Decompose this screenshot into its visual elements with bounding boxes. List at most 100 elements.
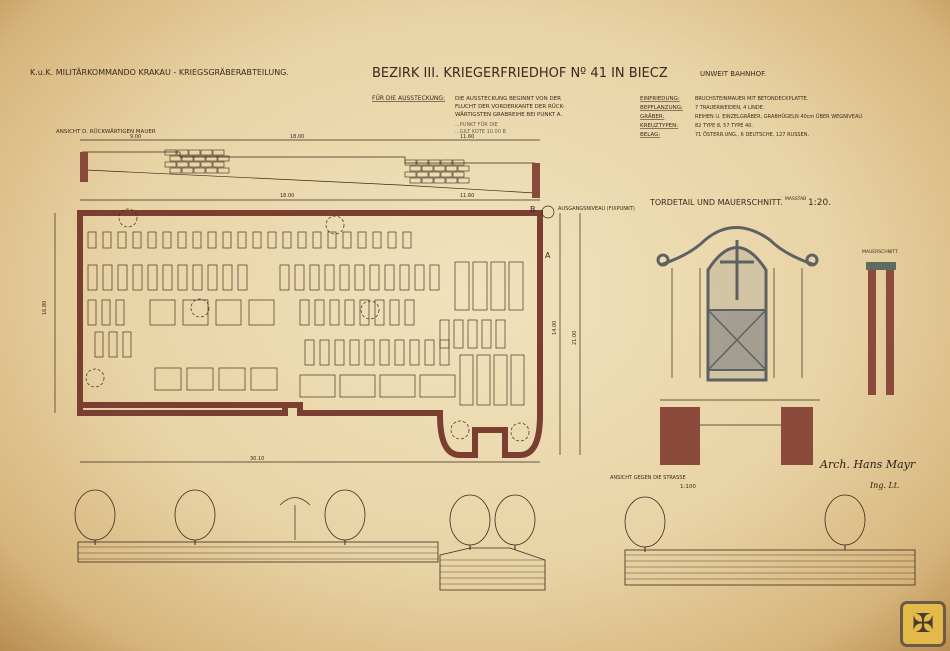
grave xyxy=(87,264,98,291)
stone xyxy=(416,159,429,166)
side-stone-wall xyxy=(624,549,916,586)
stone xyxy=(440,159,453,166)
rear-wall-outline xyxy=(82,151,536,194)
grave xyxy=(510,354,525,406)
hoehe-line: ...PUNKT FÜR DIE xyxy=(455,121,498,128)
tree xyxy=(494,494,536,546)
grave xyxy=(299,374,336,398)
grave xyxy=(147,264,158,291)
grave xyxy=(359,299,370,326)
dimension-label: 9.00 xyxy=(130,134,141,140)
point-b: B xyxy=(530,205,536,214)
grave xyxy=(294,264,305,291)
dimension-label: 18.00 xyxy=(290,134,304,140)
pillar-outline xyxy=(660,268,820,426)
grave xyxy=(379,374,416,398)
spec-value: BRUCHSTEINMAUER MIT BETONDECKPLATTE. xyxy=(695,96,809,102)
stone xyxy=(409,177,422,184)
grave xyxy=(454,261,470,311)
grave xyxy=(472,261,488,311)
gate-view-label: ANSICHT GEGEN DIE STRASSE xyxy=(610,475,686,481)
grave xyxy=(94,331,104,358)
grave xyxy=(267,231,277,249)
grave xyxy=(192,231,202,249)
grave xyxy=(372,231,382,249)
wall-section xyxy=(886,270,894,395)
dimension-label: 16.80 xyxy=(42,301,48,315)
pillar-section xyxy=(781,407,813,465)
stone xyxy=(433,177,446,184)
grave xyxy=(237,264,248,291)
grave xyxy=(102,231,112,249)
aussteckung-line: DIE AUSSTECKUNG BEGINNT VON DER xyxy=(455,96,561,102)
stone xyxy=(200,149,213,156)
spec-label: EINFRIEDUNG: xyxy=(640,96,680,102)
stone xyxy=(452,171,465,178)
grave xyxy=(309,264,320,291)
grave xyxy=(481,319,492,349)
grave xyxy=(218,367,246,391)
spec-value: 7 TRAUERWEIDEN, 4 LINDE. xyxy=(695,105,765,111)
dimension-label: 11.60 xyxy=(460,134,474,140)
stone xyxy=(421,165,434,172)
grave xyxy=(324,264,335,291)
stone xyxy=(445,177,458,184)
stone xyxy=(205,167,218,174)
stone xyxy=(428,171,441,178)
tree xyxy=(174,489,216,541)
wall-section-label: MAUERSCHNITT xyxy=(862,249,898,255)
grave xyxy=(182,299,209,326)
stone xyxy=(188,149,201,156)
grave xyxy=(222,231,232,249)
dimension-label: 21.00 xyxy=(572,331,578,345)
grave xyxy=(101,299,111,326)
spec-value: 71 ÖSTERR.UNG., 6 DEUTSCHE, 127 RUSSEN. xyxy=(695,131,809,138)
grave xyxy=(222,264,233,291)
grave xyxy=(342,231,352,249)
stone xyxy=(181,155,194,162)
grave xyxy=(282,231,292,249)
memorial-cross xyxy=(279,497,311,540)
grave xyxy=(215,299,242,326)
elevation-masonry xyxy=(78,546,915,585)
grave xyxy=(490,261,506,311)
grave xyxy=(404,299,415,326)
grave xyxy=(108,331,118,358)
cover-slab xyxy=(866,262,896,270)
grave xyxy=(349,339,360,366)
grave xyxy=(132,231,142,249)
grave xyxy=(177,231,187,249)
grave xyxy=(495,319,506,349)
gate-scale: 1:20. xyxy=(808,198,831,208)
stone xyxy=(428,159,441,166)
tree-crown xyxy=(118,208,138,228)
tree-crown xyxy=(85,368,105,388)
stone xyxy=(181,167,194,174)
grave xyxy=(402,231,412,249)
specs-list: EINFRIEDUNG: BRUCHSTEINMAUER MIT BETONDEC… xyxy=(640,96,864,138)
stone xyxy=(421,177,434,184)
grave xyxy=(250,367,278,391)
spec-label: BEPFLANZUNG: xyxy=(640,105,683,111)
grave xyxy=(312,231,322,249)
grave xyxy=(429,264,440,291)
hoehe-line: ...GILT KOTE 10.00 B xyxy=(455,129,507,135)
left-title: K.u.K. MILITÄRKOMMANDO KRAKAU - KRIEGSGR… xyxy=(30,67,289,77)
grave xyxy=(154,367,182,391)
stone xyxy=(433,165,446,172)
tree xyxy=(324,489,366,541)
scale-label: MASSTAB xyxy=(785,196,806,202)
grave xyxy=(186,367,214,391)
dimension-label: 30.10 xyxy=(250,456,264,462)
grave xyxy=(327,231,337,249)
grave xyxy=(439,319,450,349)
stone xyxy=(404,171,417,178)
tree-crown xyxy=(510,422,530,442)
grave xyxy=(279,264,290,291)
grave xyxy=(314,299,325,326)
grave xyxy=(207,264,218,291)
grave xyxy=(364,339,375,366)
gate-stone-wall xyxy=(439,547,546,591)
grave xyxy=(344,299,355,326)
stone xyxy=(193,155,206,162)
